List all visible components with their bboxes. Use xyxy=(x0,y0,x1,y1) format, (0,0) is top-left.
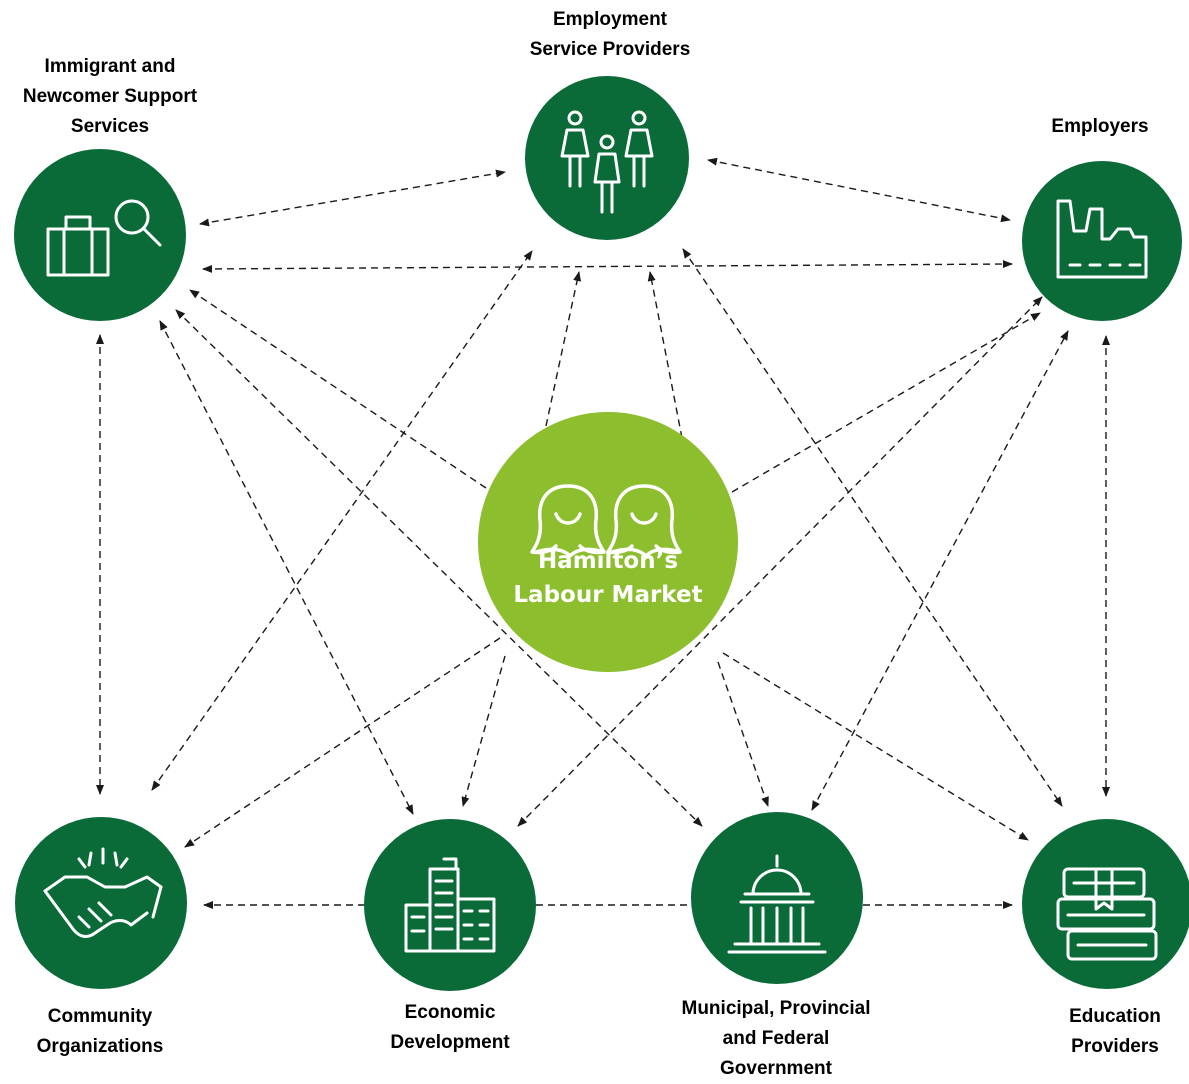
capitol-building-icon xyxy=(727,854,827,954)
office-buildings-icon xyxy=(404,857,496,953)
connector-arrow-1 xyxy=(199,169,506,227)
connector-arrow-13 xyxy=(184,637,501,848)
employment-service-providers-node xyxy=(525,76,689,240)
connector-arrow-15 xyxy=(717,661,769,807)
connector-arrow-9 xyxy=(545,271,582,427)
connector-arrow-3 xyxy=(202,260,1013,273)
government-node xyxy=(691,812,863,984)
economic-development-node xyxy=(364,819,536,991)
connector-arrow-2 xyxy=(707,157,1011,223)
employers-node xyxy=(1022,161,1182,321)
label-immigrant-support: Immigrant and Newcomer Support Services xyxy=(22,56,198,137)
community-organizations-node xyxy=(15,817,187,989)
connector-arrow-12 xyxy=(731,312,1041,493)
label-community-organizations: Community Organizations xyxy=(36,1006,164,1057)
immigrant-support-node xyxy=(14,149,186,321)
handshake-icon xyxy=(43,847,163,938)
hamiltons-labour-market-center-node: Hamilton’s Labour Market xyxy=(478,412,738,672)
label-economic-development: Economic Development xyxy=(390,1002,510,1053)
people-group-icon xyxy=(560,110,654,214)
connector-arrow-14 xyxy=(461,655,506,807)
connector-arrow-17 xyxy=(151,250,533,791)
label-employers: Employers xyxy=(1051,116,1149,137)
connector-arrow-19 xyxy=(159,320,414,815)
center-title: Hamilton’s Labour Market xyxy=(513,548,703,608)
label-education-providers: Education Providers xyxy=(1069,1006,1161,1057)
connector-arrow-22 xyxy=(811,330,1069,811)
education-providers-node xyxy=(1022,819,1189,989)
two-women-icon xyxy=(530,484,682,558)
factory-icon xyxy=(1056,199,1148,279)
connector-arrow-11 xyxy=(189,289,487,489)
label-government: Municipal, Provincial and Federal Govern… xyxy=(681,998,871,1079)
books-icon xyxy=(1056,867,1158,961)
suitcase-search-icon xyxy=(46,199,162,277)
connector-arrow-21 xyxy=(517,296,1043,827)
label-employment-service-providers: Employment Service Providers xyxy=(529,9,691,60)
